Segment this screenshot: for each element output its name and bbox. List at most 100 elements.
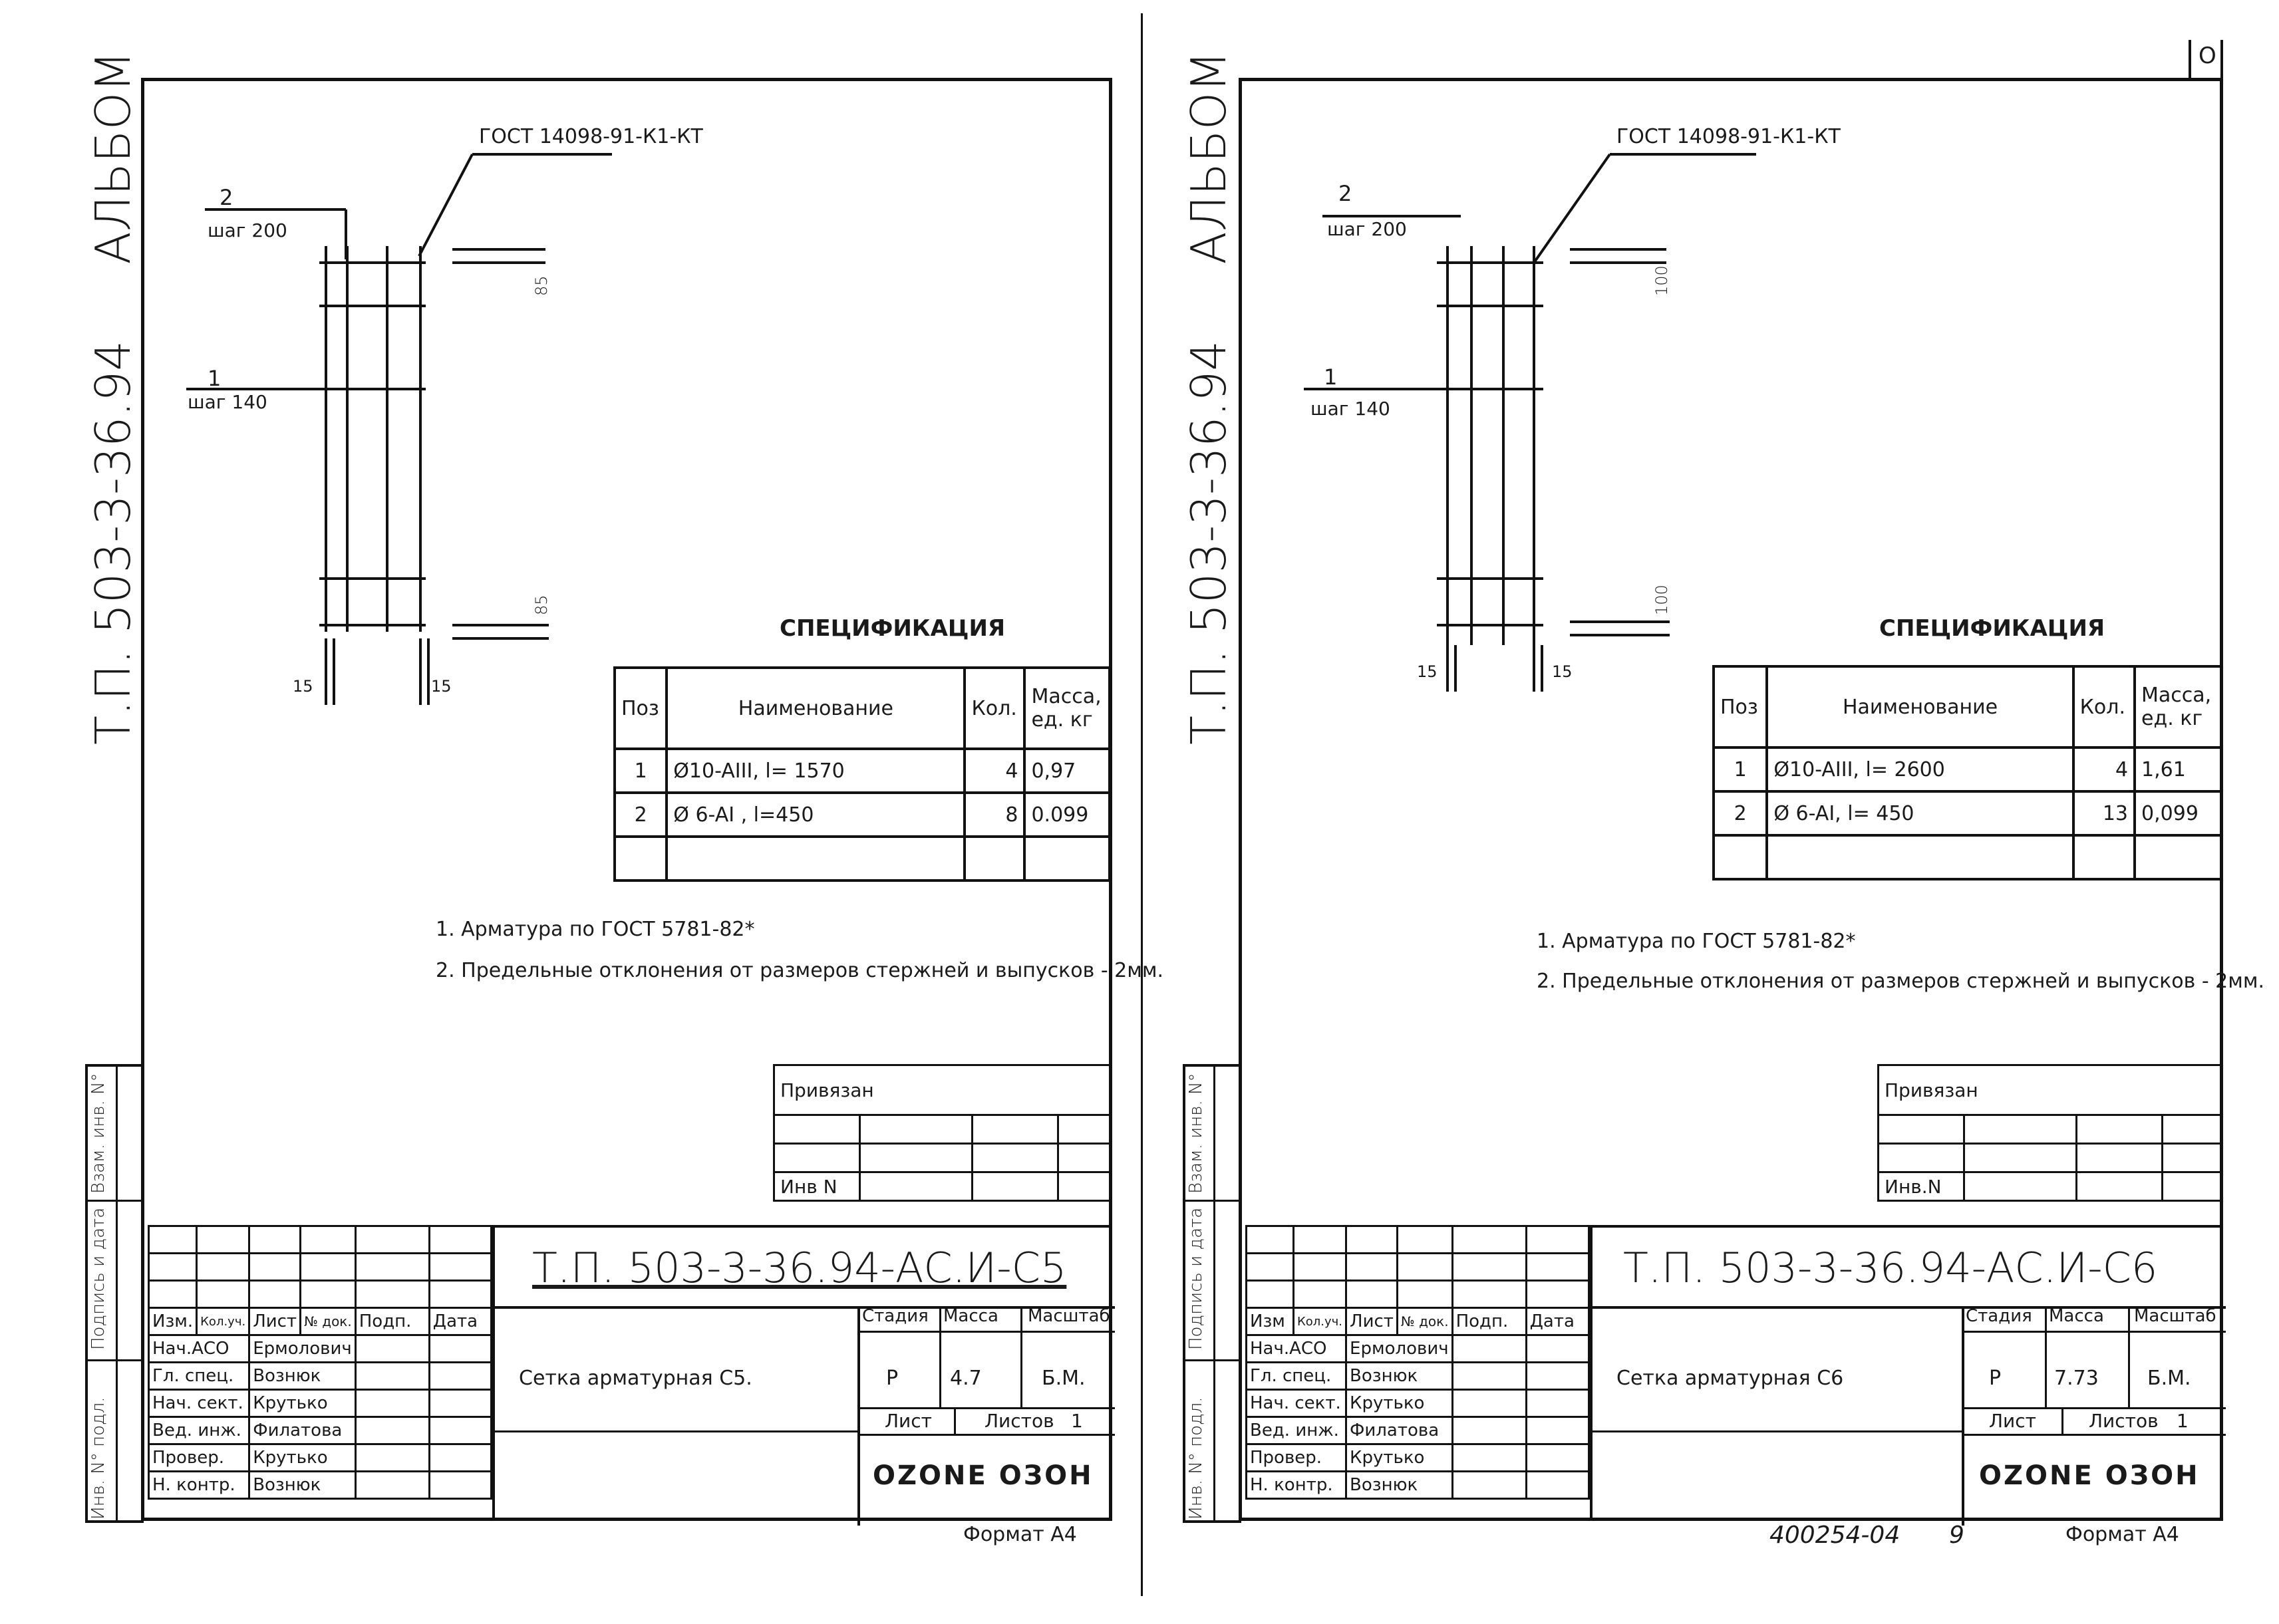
album-caption: Т.П. 503-3-36.94 АЛЬБОМ 4.	[1181, 0, 1237, 745]
col-podp: Подп.	[1451, 1307, 1527, 1336]
spec-cell-name: Ø10-AIII, l= 1570	[665, 747, 967, 794]
spec-cell-pos: 1	[1712, 746, 1769, 793]
title-block-grid: Изм. Кол.уч. Лист № док. Подп. Дата Нач.…	[147, 1225, 493, 1500]
privyazan-box: Привязан Инв N	[773, 1064, 1112, 1202]
person-role: Нач.АСО	[147, 1334, 251, 1363]
dim-bottom: 85	[532, 595, 551, 615]
pos1-step: шаг 140	[1310, 398, 1390, 420]
corner-mark: О	[2199, 43, 2216, 69]
mass-value: 4.7	[950, 1367, 982, 1390]
spec-hdr-mass: Масса, ед. кг	[1023, 666, 1111, 750]
list-label: Лист	[1989, 1410, 2036, 1432]
spec-cell-name: Ø 6-AI , l=450	[665, 791, 967, 838]
spec-cell-mass: 0,97	[1023, 747, 1111, 794]
stage-value: Р	[1989, 1367, 2002, 1390]
scale-value: Б.М.	[2147, 1367, 2191, 1390]
person-role: Нач. сект.	[1245, 1389, 1348, 1418]
col-izm: Изм	[1245, 1307, 1294, 1336]
dim-left: 15	[1417, 662, 1438, 681]
person-role: Гл. спец.	[147, 1361, 251, 1391]
person-name: Филатова	[1345, 1416, 1453, 1445]
spec-cell-mass: 0,099	[2133, 790, 2223, 837]
person-name: Ермолович	[248, 1334, 357, 1363]
note-1: 1. Арматура по ГОСТ 5781-82*	[1537, 930, 1856, 953]
spec-cell-qty: 13	[2071, 790, 2137, 837]
title-block-grid: Изм Кол.уч. Лист № док. Подп. Дата Нач.А…	[1245, 1225, 1591, 1500]
spec-cell-pos: 2	[1712, 790, 1769, 837]
album-caption: Т.П. 503-3-36.94 АЛЬБОМ 4	[85, 0, 141, 745]
person-name: Вознюк	[1345, 1470, 1453, 1500]
spec-row: 2 Ø 6-AI , l=450 8 0.099	[613, 791, 1111, 838]
person-name: Вознюк	[248, 1470, 357, 1500]
spec-cell-mass: 0.099	[1023, 791, 1111, 838]
spec-cell-qty: 4	[963, 747, 1026, 794]
album-label: АЛЬБОМ	[1181, 51, 1237, 265]
corner-mark-box	[2189, 40, 2223, 80]
listov-value: 1	[1071, 1410, 1083, 1432]
mass-label: Масса	[2049, 1306, 2104, 1326]
person-role: Вед. инж.	[1245, 1416, 1348, 1445]
person-name: Крутько	[1345, 1389, 1453, 1418]
spec-cell-qty: 4	[2071, 746, 2137, 793]
person-role: Провер.	[1245, 1443, 1348, 1472]
title-main-box	[492, 1225, 1115, 1526]
side-label-inv: Инв. N° подл.	[1186, 1397, 1206, 1520]
listov-label: Листов	[2089, 1410, 2159, 1432]
spec-row-empty	[1712, 834, 2223, 880]
title-main-box	[1590, 1225, 2226, 1526]
listov-value: 1	[2177, 1410, 2189, 1432]
spec-cell-name: Ø 6-AI, l= 450	[1765, 790, 2075, 837]
spec-title: СПЕЦИФИКАЦИЯ	[780, 615, 1006, 642]
note-2: 2. Предельные отклонения от размеров сте…	[1537, 970, 2265, 993]
format-label: Формат А4	[963, 1523, 1077, 1546]
col-list: Лист	[248, 1307, 302, 1336]
side-label-podpis: Подпись и дата	[1186, 1207, 1206, 1350]
person-name: Филатова	[248, 1416, 357, 1445]
scale-label: Масштаб	[1028, 1306, 1110, 1326]
spec-hdr-pos: Поз	[1712, 665, 1769, 749]
spec-cell-pos: 2	[613, 791, 669, 838]
person-name: Вознюк	[1345, 1361, 1453, 1391]
dim-left: 15	[293, 677, 313, 696]
doc-code: Т.П. 503-3-36.94-АС.И-С5	[532, 1244, 1067, 1292]
side-label-podpis: Подпись и дата	[88, 1207, 108, 1350]
person-role: Н. контр.	[1245, 1470, 1348, 1500]
col-izm: Изм.	[147, 1307, 198, 1336]
col-kol: Кол.уч.	[196, 1307, 251, 1336]
rebar-drawing	[186, 153, 612, 705]
pos2-step: шаг 200	[208, 219, 287, 241]
spec-table: Поз Наименование Кол. Масса, ед. кг 1 Ø1…	[1712, 665, 2223, 880]
privyazan-label: Привязан	[773, 1064, 1112, 1116]
person-name: Вознюк	[248, 1361, 357, 1391]
tp-code: Т.П. 503-3-36.94	[85, 340, 141, 745]
col-kol: Кол.уч.	[1292, 1307, 1348, 1336]
person-name: Крутько	[248, 1389, 357, 1418]
gost-leader-label: ГОСТ 14098-91-К1-КТ	[479, 125, 703, 148]
spec-hdr-mass: Масса, ед. кг	[2133, 665, 2223, 749]
spec-hdr-name: Наименование	[1765, 665, 2075, 749]
stage-label: Стадия	[862, 1306, 929, 1326]
spec-hdr-qty: Кол.	[963, 666, 1026, 750]
col-list: Лист	[1345, 1307, 1398, 1336]
dim-right: 15	[1552, 662, 1573, 681]
spec-cell-name: Ø10-AIII, l= 2600	[1765, 746, 2075, 793]
spec-title: СПЕЦИФИКАЦИЯ	[1879, 615, 2105, 642]
note-1: 1. Арматура по ГОСТ 5781-82*	[436, 918, 755, 941]
spec-row: 1 Ø10-AIII, l= 1570 4 0,97	[613, 747, 1111, 794]
side-label-inv: Инв. N° подл.	[88, 1397, 108, 1520]
privyazan-label: Привязан	[1877, 1064, 2223, 1116]
archive-number: 400254-04	[1769, 1522, 1900, 1549]
person-role: Провер.	[147, 1443, 251, 1472]
archive-page: 9	[1949, 1522, 1964, 1549]
format-label: Формат А4	[2065, 1523, 2179, 1546]
sheet-frame	[141, 78, 1112, 1521]
ozone-logo: OZONE ОЗОН	[1979, 1460, 2200, 1491]
pos2-number: 2	[1338, 181, 1352, 206]
sheet-title: Сетка арматурная С5.	[519, 1367, 752, 1390]
spec-row-empty	[613, 835, 1111, 882]
spec-table: Поз Наименование Кол. Масса, ед. кг 1 Ø1…	[613, 666, 1111, 882]
col-data: Дата	[1525, 1307, 1591, 1336]
stage-label: Стадия	[1966, 1306, 2032, 1326]
mass-label: Масса	[943, 1306, 998, 1326]
side-stamp	[1183, 1064, 1241, 1523]
